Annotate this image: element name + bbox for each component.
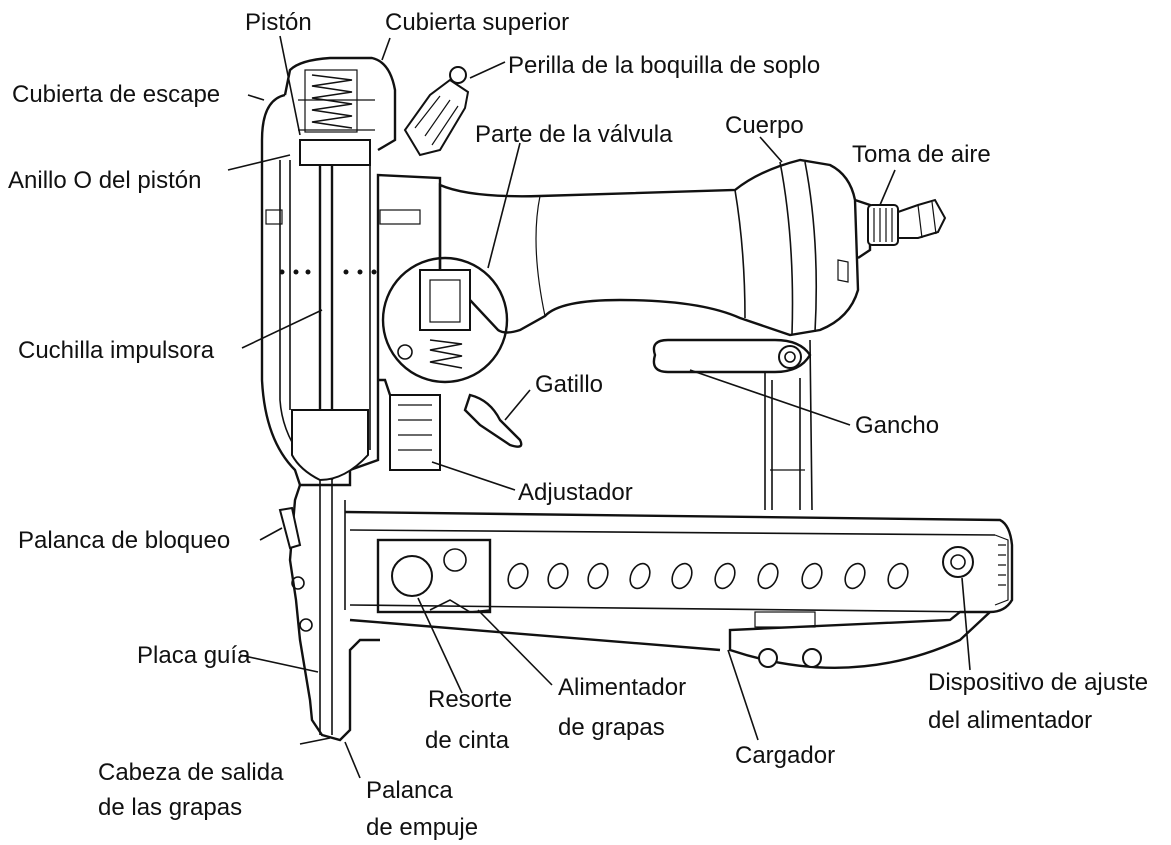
leader-o-ring [227,154,291,171]
label-push-lever-line2: de empuje [366,814,478,841]
lock-lever-shape [278,506,302,550]
leader-driver-blade [241,309,323,349]
adjuster-shape [389,394,441,471]
blow-nozzle-knob-shape [403,66,470,157]
label-feeder-adjuster-line2: del alimentador [928,707,1092,734]
label-tape-spring-line1: Resorte [428,686,512,713]
label-nose-line2: de las grapas [98,794,242,821]
label-valve-part: Parte de la válvula [475,121,673,148]
leader-push-lever [344,741,361,779]
leader-exhaust-cover [247,94,265,101]
label-piston: Pistón [245,9,312,36]
label-tape-spring-line2: de cinta [425,727,510,754]
label-air-inlet: Toma de aire [852,141,991,168]
trigger-shape [463,393,523,448]
label-feeder-adjuster-line1: Dispositivo de ajuste [928,669,1148,696]
label-adjuster: Adjustador [518,479,633,506]
leader-magazine [727,649,759,741]
nose-assembly [288,484,380,742]
valve-detail-circle [381,256,509,384]
leader-valve-part [487,142,521,269]
leader-blow-nozzle [469,61,506,79]
leader-adjuster [431,461,516,491]
label-staple-feeder-line1: Alimentador [558,674,686,701]
label-blow-nozzle-knob: Perilla de la boquilla de soplo [508,52,820,79]
hook-shape [652,338,813,511]
leader-nose [299,737,331,745]
label-magazine: Cargador [735,742,835,769]
leader-lock-lever [259,527,283,541]
feeder-adjuster-knob [942,546,974,578]
handle-body [438,158,860,337]
label-body: Cuerpo [725,112,804,139]
leader-air-inlet [879,169,896,206]
label-hook: Gancho [855,412,939,439]
leader-trigger [504,389,531,421]
label-staple-feeder-line2: de grapas [558,714,665,741]
air-inlet-fitting [854,198,947,259]
label-trigger: Gatillo [535,371,603,398]
leader-tape-spring [417,597,463,694]
label-driver-blade: Cuchilla impulsora [18,337,215,364]
leader-guide-plate [239,654,319,673]
label-piston-o-ring: Anillo O del pistón [8,167,201,194]
magazine-shape [344,510,1014,669]
leader-top-cover [381,37,391,61]
labels: Pistón Cubierta superior Perilla de la b… [8,9,1148,841]
piston-head [299,139,371,166]
leader-lines [227,35,971,779]
cylinder-housing [260,93,442,487]
label-nose-line1: Cabeza de salida [98,759,284,786]
label-guide-plate: Placa guía [137,642,251,669]
tape-spring-shape [391,555,433,597]
label-lock-lever: Palanca de bloqueo [18,527,230,554]
leader-piston [279,35,301,136]
leader-feeder-adjuster [961,577,971,671]
label-exhaust-cover: Cubierta de escape [12,81,220,108]
stapler-illustration [260,56,1014,742]
label-top-cover: Cubierta superior [385,9,569,36]
leader-body [759,136,783,163]
leader-staple-feeder [477,609,553,686]
leader-hook [689,369,851,426]
label-push-lever-line1: Palanca [366,777,453,804]
